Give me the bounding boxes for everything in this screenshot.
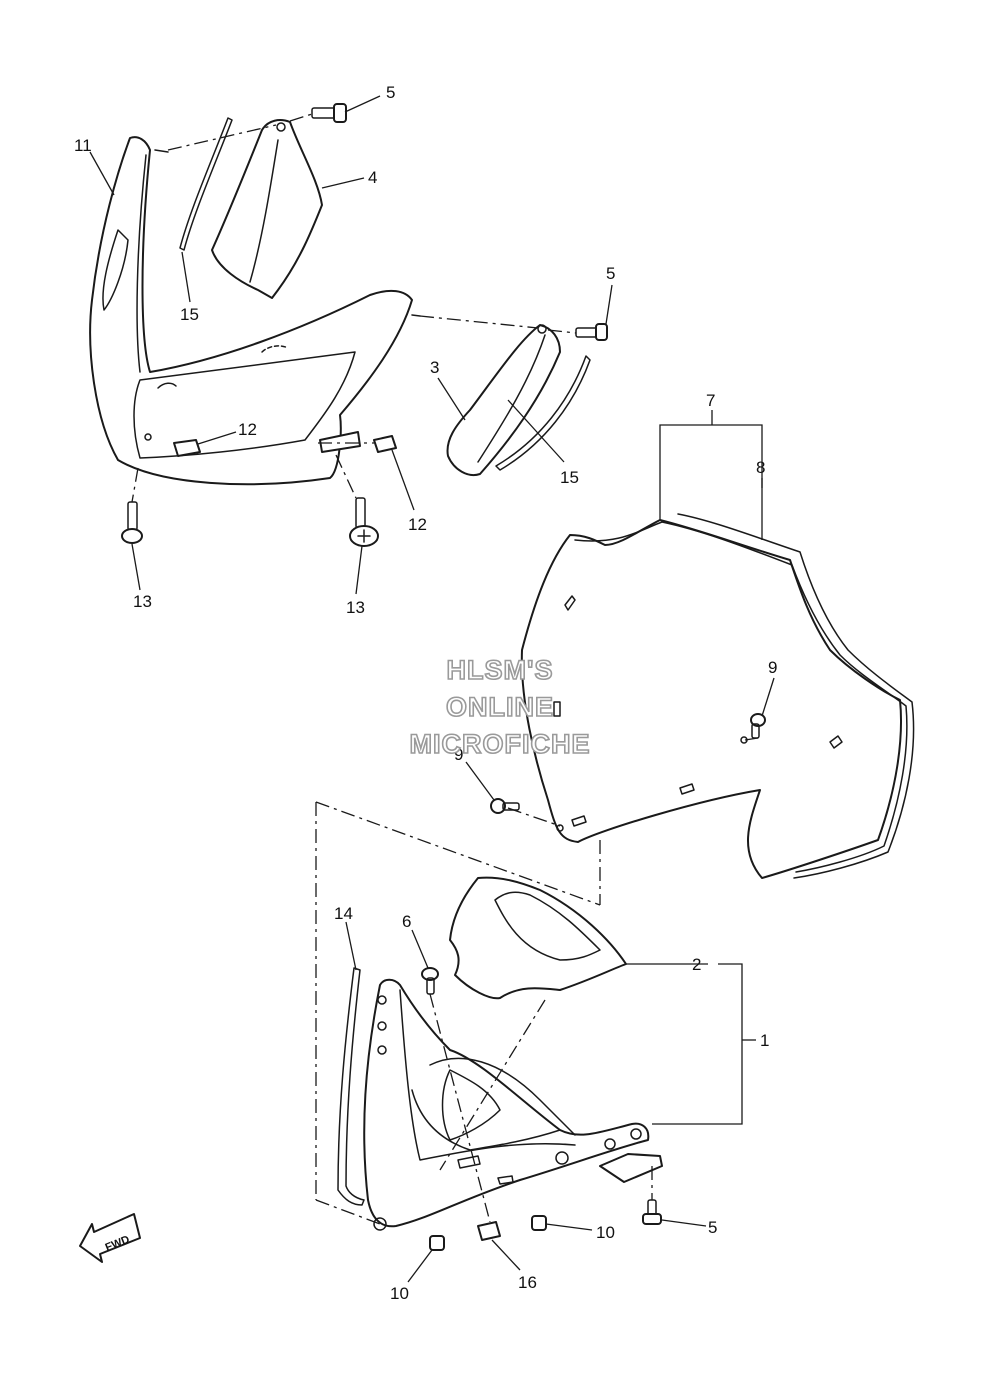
callout-5-bottom: 5 bbox=[708, 1218, 717, 1237]
lower-bracket bbox=[599, 1153, 663, 1183]
callout-15-upper: 15 bbox=[180, 305, 199, 324]
clip-bracket bbox=[319, 431, 361, 453]
lower-cowl-part bbox=[363, 978, 650, 1231]
bolt-top bbox=[311, 103, 347, 123]
callout-16: 16 bbox=[518, 1273, 537, 1292]
callout-6: 6 bbox=[402, 912, 411, 931]
windshield-part bbox=[520, 513, 915, 879]
screw-9-right bbox=[750, 713, 766, 739]
callout-4: 4 bbox=[368, 168, 377, 187]
callout-1: 1 bbox=[760, 1031, 769, 1050]
callout-10-left: 10 bbox=[390, 1284, 409, 1303]
watermark-line-3: MICROFICHE bbox=[410, 729, 591, 759]
seal-strip-upper bbox=[179, 117, 233, 251]
callout-13-right: 13 bbox=[346, 598, 365, 617]
nut-right bbox=[373, 435, 397, 453]
callout-7: 7 bbox=[706, 391, 715, 410]
seal-strip-lower bbox=[495, 355, 591, 471]
callout-13-left: 13 bbox=[133, 592, 152, 611]
screw-right bbox=[349, 497, 379, 547]
upper-duct-part bbox=[211, 119, 323, 299]
screw-6 bbox=[421, 967, 439, 995]
nut-16 bbox=[477, 1221, 501, 1241]
bolt-mid bbox=[575, 323, 608, 341]
bolt-bottom-right bbox=[642, 1199, 662, 1225]
screw-left bbox=[121, 501, 143, 544]
nut-left bbox=[173, 439, 201, 457]
forward-arrow-icon: FWD bbox=[79, 1213, 141, 1263]
callout-12-left: 12 bbox=[238, 420, 257, 439]
seal-strip-lower-cowl bbox=[337, 967, 365, 1206]
leader-lines bbox=[89, 95, 775, 1283]
callout-2: 2 bbox=[692, 955, 701, 974]
side-fairing-part bbox=[89, 136, 421, 486]
watermark-line-1: HLSM'S bbox=[447, 655, 554, 685]
callout-8: 8 bbox=[756, 458, 765, 477]
callout-5-mid: 5 bbox=[606, 264, 615, 283]
cowl-cover-part bbox=[449, 876, 627, 1000]
callout-9-left: 9 bbox=[454, 745, 463, 764]
screw-9-left bbox=[490, 798, 520, 814]
watermark: HLSM'S ONLINE MICROFICHE bbox=[409, 654, 591, 760]
right-duct-part bbox=[446, 324, 561, 476]
collar-left bbox=[429, 1235, 445, 1251]
callout-9-right: 9 bbox=[768, 658, 777, 677]
callouts: 5 4 11 15 5 3 15 12 12 13 13 7 8 9 9 14 … bbox=[74, 83, 777, 1303]
callout-11: 11 bbox=[74, 136, 92, 155]
callout-14: 14 bbox=[334, 904, 353, 923]
assembly-lines bbox=[131, 113, 759, 1225]
callout-3: 3 bbox=[430, 358, 439, 377]
watermark-line-2: ONLINE bbox=[446, 692, 554, 722]
callout-12-right: 12 bbox=[408, 515, 427, 534]
callout-5-top: 5 bbox=[386, 83, 395, 102]
collar-right bbox=[531, 1215, 547, 1231]
callout-10-right: 10 bbox=[596, 1223, 615, 1242]
callout-15-lower: 15 bbox=[560, 468, 579, 487]
